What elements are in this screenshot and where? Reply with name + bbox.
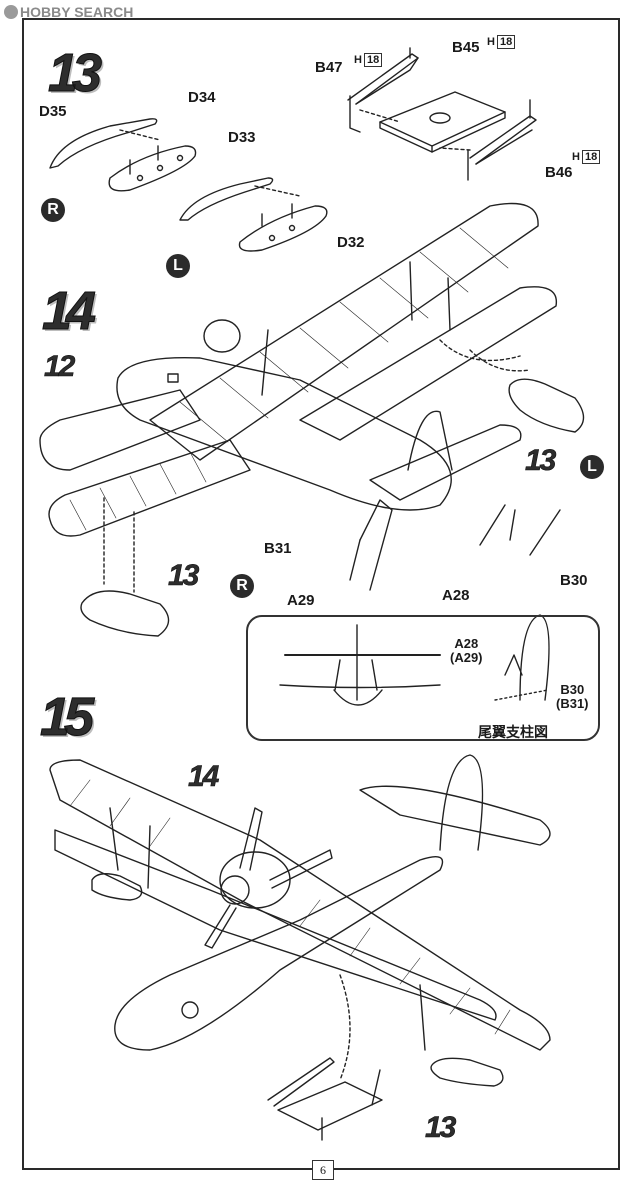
- step-13-number: 13: [47, 43, 102, 103]
- part-b31: B31: [264, 540, 292, 557]
- part-d34: D34: [188, 89, 216, 106]
- subassembly-14-callout: 14: [188, 760, 220, 793]
- float-right-halves: [49, 118, 197, 192]
- watermark: HOBBY SEARCH: [4, 4, 133, 20]
- detail-label-a28-a29: A28 (A29): [450, 636, 483, 665]
- side-left-badge: L: [166, 254, 190, 278]
- side-right-badge: R: [41, 198, 65, 222]
- part-b45: B45: [452, 39, 480, 56]
- float-left-halves: [179, 177, 328, 252]
- side-left-badge-14: L: [580, 455, 604, 479]
- detail-label-b30-b31: B30 (B31): [556, 682, 589, 711]
- part-b30: B30: [560, 572, 588, 589]
- part-b47: B47: [315, 59, 343, 76]
- part-a28: A28: [442, 587, 470, 604]
- subassembly-12-callout: 12: [44, 350, 76, 383]
- subassembly-13-callout: 13: [425, 1111, 457, 1144]
- tail-strut-detail-box: [246, 615, 600, 741]
- biplane-step15: [49, 754, 551, 1141]
- part-d35: D35: [39, 103, 67, 120]
- subassembly-13-right-callout: 13: [168, 559, 200, 592]
- side-right-badge-14: R: [230, 574, 254, 598]
- subassembly-13-left-callout: 13: [525, 444, 557, 477]
- step-15-number: 15: [39, 687, 94, 747]
- detail-caption: 尾翼支柱図: [478, 724, 548, 740]
- hobby-search-logo-icon: [4, 5, 18, 19]
- step-14-number: 14: [41, 281, 96, 341]
- part-d33: D33: [228, 129, 256, 146]
- part-b46: B46: [545, 164, 573, 181]
- part-d32: D32: [337, 234, 365, 251]
- page-number: 6: [312, 1160, 334, 1180]
- float-stand: [347, 47, 537, 181]
- part-a29: A29: [287, 592, 315, 609]
- biplane-step14: [39, 202, 585, 637]
- watermark-text: HOBBY SEARCH: [20, 4, 134, 20]
